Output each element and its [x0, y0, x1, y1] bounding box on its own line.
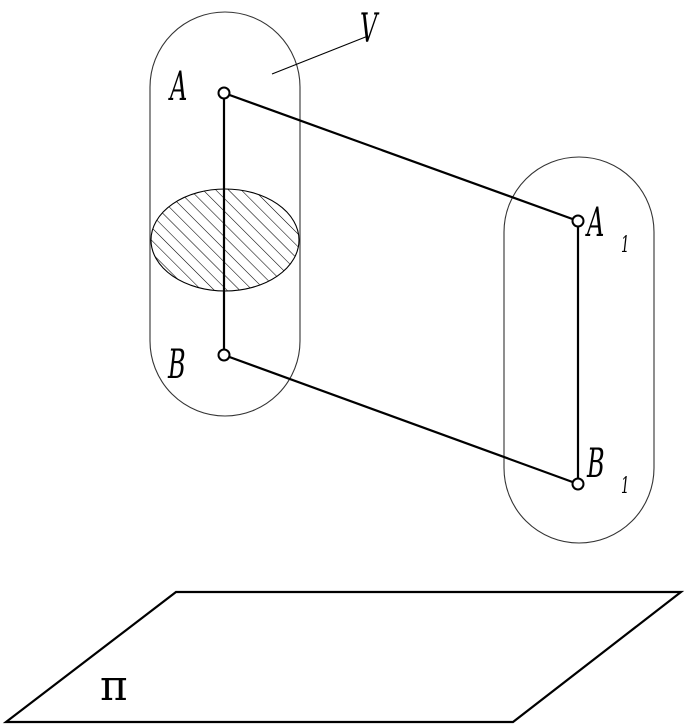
plane-pi	[2, 590, 685, 724]
segment-BB1	[223, 353, 579, 486]
label-B1-letter: B	[586, 439, 604, 486]
point-A	[217, 86, 231, 100]
label-B: B	[167, 340, 185, 387]
point-A1	[571, 214, 585, 228]
right-capsule	[503, 156, 655, 544]
label-A1-subscript: 1	[621, 233, 629, 258]
left-capsule	[149, 11, 301, 417]
label-A: A	[168, 62, 188, 109]
label-A1-letter: A	[585, 198, 605, 245]
label-V: V	[360, 4, 380, 51]
segment-AA1	[223, 91, 579, 223]
v-leader-line	[271, 35, 369, 75]
point-B	[217, 348, 231, 362]
point-B1	[571, 477, 585, 491]
label-plane-pi: π	[100, 661, 128, 710]
label-B1-subscript: 1	[621, 474, 629, 499]
